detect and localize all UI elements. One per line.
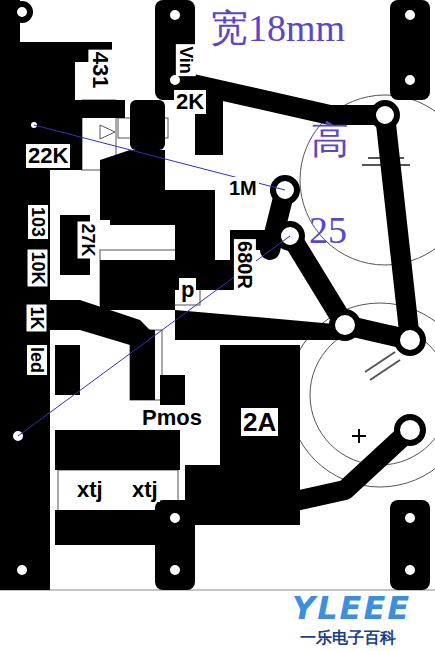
copper-traces <box>20 170 50 590</box>
copper-traces <box>130 100 165 150</box>
copper-traces <box>220 345 300 525</box>
pad-openings <box>397 417 423 443</box>
copper-traces <box>0 0 20 590</box>
pad-openings <box>373 103 397 127</box>
plus-mark <box>352 429 366 443</box>
watermark-text: 一乐电子百科 <box>298 629 398 647</box>
silkscreen <box>130 330 162 400</box>
pad-openings <box>14 562 30 578</box>
copper-traces <box>185 465 220 525</box>
copper-traces <box>390 0 430 100</box>
plus-mark <box>358 429 360 443</box>
part-value: 1M <box>227 177 259 199</box>
part-value: 1K <box>27 304 47 331</box>
part-value: 10K <box>28 249 48 286</box>
dimension-text: 高 <box>311 121 349 159</box>
silkscreen <box>370 360 400 380</box>
copper-traces <box>100 150 215 260</box>
dimension-text: 宽18mm <box>210 9 345 47</box>
pad-openings <box>10 4 423 578</box>
part-label: p <box>179 278 196 302</box>
trace-lines <box>385 115 410 340</box>
dimension-lines <box>18 236 290 436</box>
part-value: 2A <box>241 408 278 436</box>
part-label: xtj <box>75 478 105 502</box>
part-value: 680R <box>234 239 256 291</box>
trace-lines <box>175 80 385 115</box>
copper-traces <box>100 175 150 220</box>
silkscreen <box>310 325 435 465</box>
copper-traces <box>130 330 155 400</box>
watermark-logo: YLEEE <box>290 591 413 625</box>
trace-lines <box>175 80 410 500</box>
part-label: led <box>27 345 47 375</box>
pad-openings <box>14 4 30 20</box>
copper-traces <box>390 500 430 590</box>
copper-traces <box>55 430 180 470</box>
copper-traces <box>55 345 80 395</box>
pad-openings <box>167 7 183 23</box>
pin-label: Vin <box>176 44 196 76</box>
dimension-lines <box>18 125 290 436</box>
part-label: Pmos <box>140 406 204 430</box>
part-value: 2K <box>174 90 206 114</box>
copper-traces <box>175 310 345 340</box>
copper-traces <box>100 230 270 310</box>
pad-openings <box>402 510 418 526</box>
silkscreen <box>100 125 115 139</box>
pad-openings <box>167 510 183 526</box>
copper-traces <box>20 42 125 170</box>
part-label: 431 <box>88 50 112 91</box>
pad-openings <box>167 562 183 578</box>
pad-openings <box>402 562 418 578</box>
part-value: 22K <box>26 144 70 168</box>
pad-openings <box>402 7 418 23</box>
pad-openings <box>402 72 418 88</box>
trace-lines <box>300 430 410 500</box>
silkscreen <box>365 352 395 372</box>
dimension-text: 25 <box>309 211 347 249</box>
pad-openings <box>397 327 423 353</box>
pad-openings <box>332 312 358 338</box>
part-value: 103 <box>28 205 48 239</box>
part-value: 27K <box>78 221 98 258</box>
copper-traces <box>160 375 185 405</box>
copper-traces <box>0 0 430 590</box>
part-label: xtj <box>130 478 160 502</box>
